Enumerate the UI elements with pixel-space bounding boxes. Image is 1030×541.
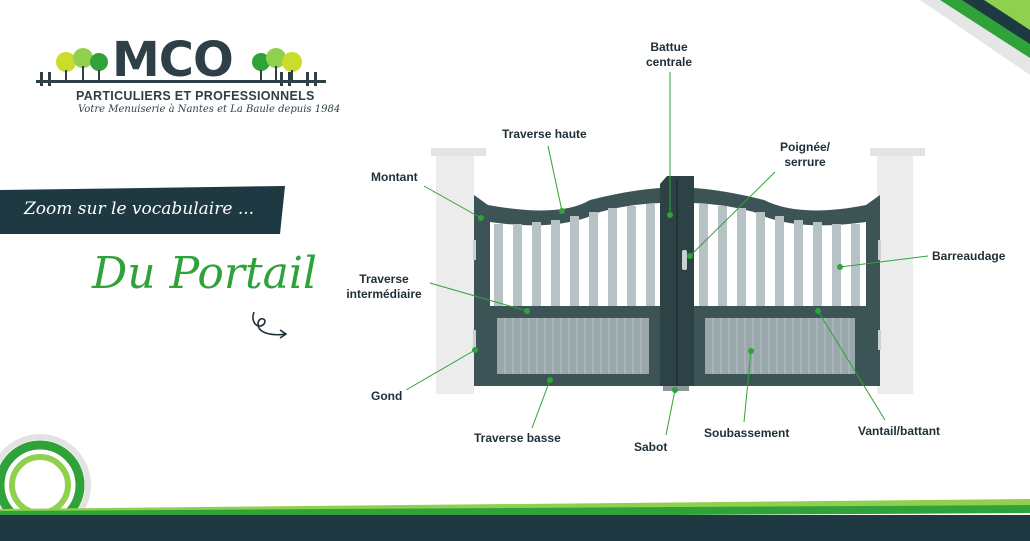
- logo-text: MCO: [112, 32, 234, 88]
- label-soubassement: Soubassement: [704, 426, 790, 440]
- subtitle-banner: [0, 186, 285, 234]
- logo-tagline: PARTICULIERS ET PROFESSIONNELS: [76, 89, 315, 103]
- logo-slogan: Votre Menuiserie à Nantes et La Baule de…: [78, 104, 341, 115]
- label-vantail-battant: Vantail/battant: [858, 424, 941, 438]
- label-sabot: Sabot: [634, 440, 668, 454]
- logo-graphic: [36, 48, 326, 86]
- label-montant: Montant: [371, 170, 418, 184]
- label-traverse-haute: Traverse haute: [502, 127, 587, 141]
- corner-decoration: [920, 0, 1030, 75]
- footer-band: [0, 499, 1030, 541]
- label-poignee-serrure: Poignée/serrure: [779, 140, 830, 169]
- banner-text: Zoom sur le vocabulaire ...: [24, 199, 255, 219]
- label-barreaudage: Barreaudage: [932, 249, 1006, 263]
- label-traverse-basse: Traverse basse: [474, 431, 561, 445]
- label-gond: Gond: [371, 389, 403, 403]
- arrow-icon: [252, 311, 288, 339]
- page-title: Du Portail: [92, 248, 318, 299]
